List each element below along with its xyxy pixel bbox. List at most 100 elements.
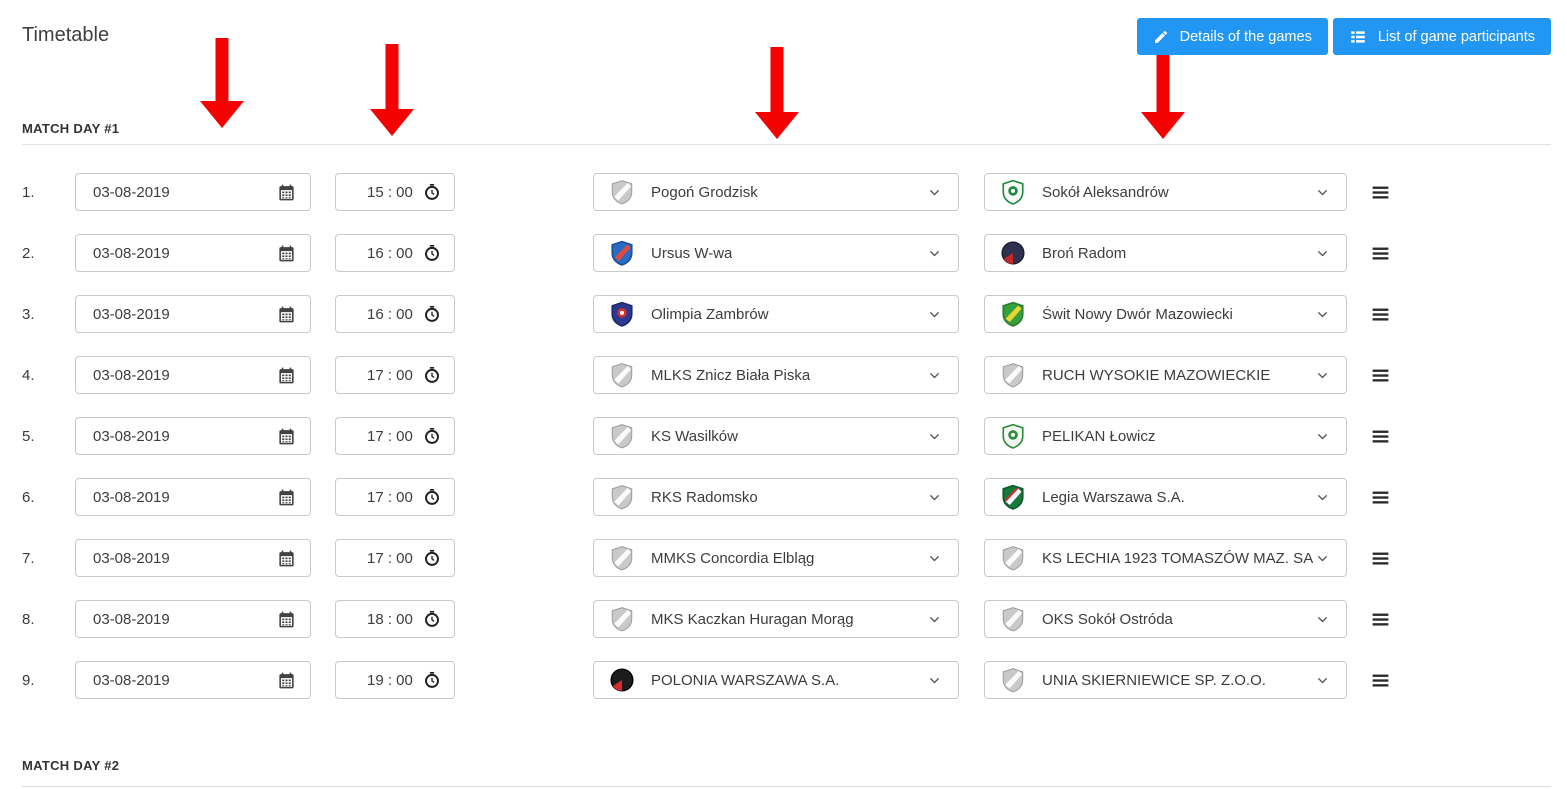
time-input[interactable]: 16 : 00 [335,234,455,272]
clock-icon[interactable] [423,549,441,567]
home-team-badge-icon [608,423,635,450]
away-team-select[interactable]: OKS Sokół Ostróda [984,600,1347,638]
clock-icon[interactable] [423,671,441,689]
time-input[interactable]: 16 : 00 [335,295,455,333]
calendar-icon[interactable] [277,183,296,202]
away-team-select[interactable]: PELIKAN Łowicz [984,417,1347,455]
away-team-badge-icon [999,179,1026,206]
home-team-badge-icon [608,484,635,511]
home-team-select[interactable]: Pogoń Grodzisk [593,173,959,211]
away-team-name: KS LECHIA 1923 TOMASZÓW MAZ. SA [1042,549,1314,567]
home-team-select[interactable]: KS Wasilków [593,417,959,455]
chevron-down-icon [1315,368,1330,383]
home-team-select[interactable]: MLKS Znicz Biała Piska [593,356,959,394]
drag-handle-icon[interactable] [1370,426,1391,447]
calendar-icon[interactable] [277,427,296,446]
drag-handle-icon[interactable] [1370,182,1391,203]
date-input[interactable]: 03-08-2019 [75,173,311,211]
away-team-select[interactable]: Legia Warszawa S.A. [984,478,1347,516]
home-team-name: Olimpia Zambrów [651,305,769,323]
date-input[interactable]: 03-08-2019 [75,234,311,272]
match-number: 9. [22,671,35,689]
drag-handle-icon[interactable] [1370,548,1391,569]
away-team-name: Broń Radom [1042,244,1127,262]
away-team-badge-icon [999,240,1026,267]
clock-icon[interactable] [423,183,441,201]
clock-icon[interactable] [423,488,441,506]
match-row: 4. 03-08-2019 17 : 00 MLKS Znicz Biała Pisk… [22,356,1391,394]
drag-handle-icon[interactable] [1370,243,1391,264]
home-team-select[interactable]: POLONIA WARSZAWA S.A. [593,661,959,699]
time-value: 17 : 00 [367,366,413,384]
drag-handle-icon[interactable] [1370,609,1391,630]
chevron-down-icon [1315,307,1330,322]
home-team-name: Pogoń Grodzisk [651,183,758,201]
home-team-select[interactable]: RKS Radomsko [593,478,959,516]
home-team-select[interactable]: Olimpia Zambrów [593,295,959,333]
time-input[interactable]: 15 : 00 [335,173,455,211]
time-input[interactable]: 19 : 00 [335,661,455,699]
calendar-icon[interactable] [277,610,296,629]
date-value: 03-08-2019 [93,488,170,506]
date-value: 03-08-2019 [93,610,170,628]
home-team-badge-icon [608,301,635,328]
clock-icon[interactable] [423,366,441,384]
calendar-icon[interactable] [277,549,296,568]
away-team-select[interactable]: Broń Radom [984,234,1347,272]
home-team-select[interactable]: MKS Kaczkan Huragan Morąg [593,600,959,638]
time-input[interactable]: 17 : 00 [335,478,455,516]
home-team-select[interactable]: MMKS Concordia Elbląg [593,539,959,577]
date-input[interactable]: 03-08-2019 [75,539,311,577]
away-team-badge-icon [999,301,1026,328]
date-input[interactable]: 03-08-2019 [75,661,311,699]
date-input[interactable]: 03-08-2019 [75,417,311,455]
calendar-icon[interactable] [277,671,296,690]
away-team-select[interactable]: Sokół Aleksandrów [984,173,1347,211]
clock-icon[interactable] [423,427,441,445]
date-input[interactable]: 03-08-2019 [75,295,311,333]
clock-icon[interactable] [423,244,441,262]
chevron-down-icon [927,490,942,505]
time-input[interactable]: 18 : 00 [335,600,455,638]
calendar-icon[interactable] [277,244,296,263]
chevron-down-icon [1315,429,1330,444]
date-value: 03-08-2019 [93,671,170,689]
drag-handle-icon[interactable] [1370,304,1391,325]
time-input[interactable]: 17 : 00 [335,417,455,455]
date-input[interactable]: 03-08-2019 [75,478,311,516]
home-team-badge-icon [608,240,635,267]
match-number: 4. [22,366,35,384]
away-team-name: Sokół Aleksandrów [1042,183,1169,201]
matchday-2-header: MATCH DAY #2 [22,758,120,773]
drag-handle-icon[interactable] [1370,670,1391,691]
date-value: 03-08-2019 [93,305,170,323]
clock-icon[interactable] [423,305,441,323]
details-of-games-button[interactable]: Details of the games [1136,18,1328,55]
date-value: 03-08-2019 [93,244,170,262]
matchday-1-header: MATCH DAY #1 [22,121,120,136]
away-team-select[interactable]: KS LECHIA 1923 TOMASZÓW MAZ. SA [984,539,1347,577]
away-team-badge-icon [999,362,1026,389]
drag-handle-icon[interactable] [1370,487,1391,508]
time-input[interactable]: 17 : 00 [335,356,455,394]
date-input[interactable]: 03-08-2019 [75,600,311,638]
calendar-icon[interactable] [277,305,296,324]
away-team-name: UNIA SKIERNIEWICE SP. Z.O.O. [1042,671,1266,689]
calendar-icon[interactable] [277,366,296,385]
calendar-icon[interactable] [277,488,296,507]
chevron-down-icon [1315,246,1330,261]
home-team-select[interactable]: Ursus W-wa [593,234,959,272]
match-number: 6. [22,488,35,506]
away-team-select[interactable]: UNIA SKIERNIEWICE SP. Z.O.O. [984,661,1347,699]
away-team-name: OKS Sokół Ostróda [1042,610,1173,628]
list-of-participants-button[interactable]: List of game participants [1332,18,1551,55]
drag-handle-icon[interactable] [1370,365,1391,386]
away-team-select[interactable]: Świt Nowy Dwór Mazowiecki [984,295,1347,333]
date-input[interactable]: 03-08-2019 [75,356,311,394]
home-team-name: POLONIA WARSZAWA S.A. [651,671,840,689]
away-team-name: Świt Nowy Dwór Mazowiecki [1042,305,1233,323]
clock-icon[interactable] [423,610,441,628]
time-input[interactable]: 17 : 00 [335,539,455,577]
away-team-select[interactable]: RUCH WYSOKIE MAZOWIECKIE [984,356,1347,394]
